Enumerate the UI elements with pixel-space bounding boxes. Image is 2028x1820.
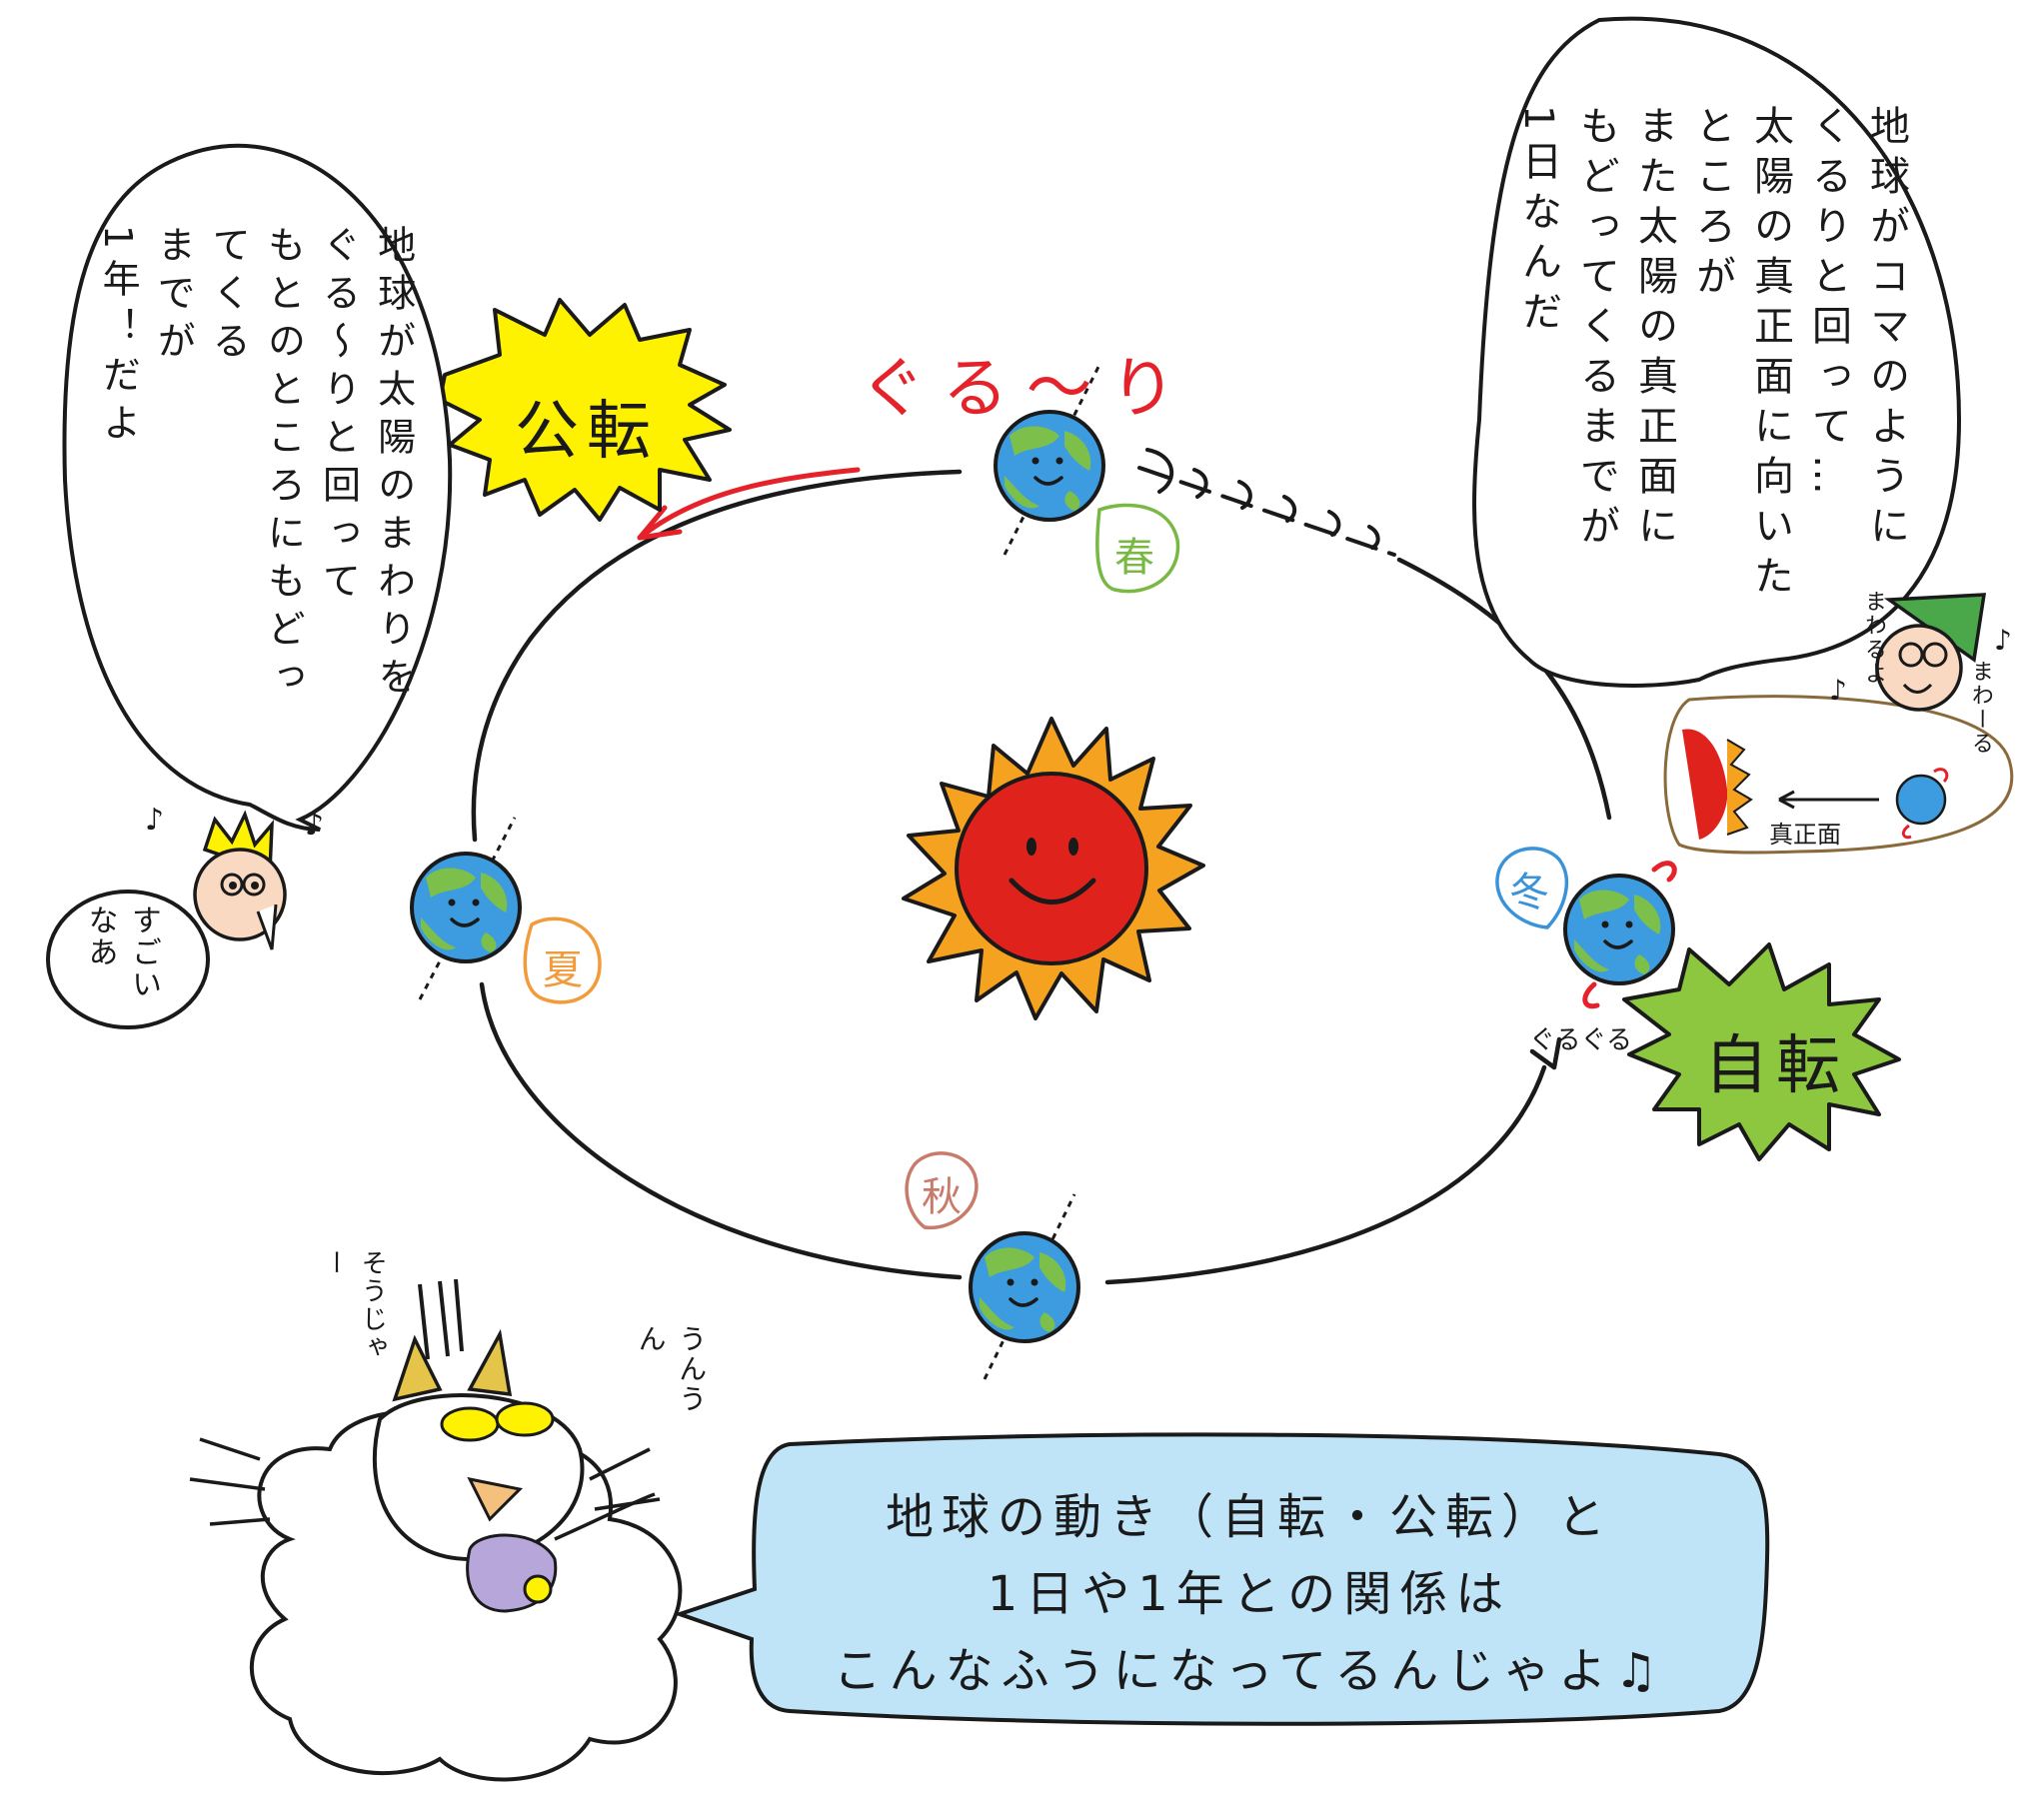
svg-text:♪: ♪ bbox=[145, 803, 164, 838]
bottom-char-remark-1: そうじゃー bbox=[319, 1249, 388, 1361]
revolution-burst bbox=[438, 298, 732, 522]
right-speech-bubble bbox=[1472, 16, 1962, 688]
revolution-arrow bbox=[637, 467, 861, 541]
facing-label: 真正面 bbox=[1769, 821, 1841, 849]
svg-text:♪: ♪ bbox=[305, 808, 324, 843]
bottom-speech-bubble bbox=[673, 1432, 1770, 1726]
rotation-label: 自転 bbox=[1704, 1029, 1848, 1103]
rotation-burst bbox=[1622, 942, 1901, 1161]
earth-summer bbox=[410, 817, 522, 1000]
round-and-round-label: ぐる〜り bbox=[860, 350, 1194, 427]
right-char-remark-2: まわーる bbox=[1967, 660, 1993, 756]
svg-text:♪: ♪ bbox=[1829, 674, 1847, 707]
right-character: ♪ ♪ bbox=[1829, 593, 2012, 712]
svg-text:♪: ♪ bbox=[1994, 624, 2012, 657]
left-character: ♪ ♪ bbox=[145, 803, 324, 950]
inset-diagram bbox=[1663, 695, 2014, 855]
spring-bubble bbox=[1095, 503, 1180, 594]
spring-label: 春 bbox=[1114, 535, 1154, 581]
left-small-bubble bbox=[46, 890, 210, 1029]
right-bubble-text: 地球がコマのように くるりと回って… 太陽の真正面に向いたところが また太陽の真… bbox=[1515, 105, 1909, 605]
orbit bbox=[471, 469, 1612, 1285]
autumn-bubble bbox=[905, 1151, 979, 1230]
summer-label: 夏 bbox=[543, 947, 583, 993]
left-speech-bubble bbox=[62, 143, 453, 832]
spin-sound-label: ぐるぐる bbox=[1529, 1025, 1632, 1055]
autumn-label: 秋 bbox=[922, 1174, 962, 1220]
left-bubble-text: 地球が太陽のまわりを ぐる〜りと回って もとのところにもどってくる までが 1年… bbox=[96, 225, 416, 705]
summer-bubble bbox=[523, 916, 602, 1004]
right-char-remark-1: まわるよ bbox=[1860, 590, 1886, 686]
motion-dashes bbox=[1137, 448, 1396, 557]
bottom-bubble-text: 地球の動き（自転・公転）と 1日や1年との関係は こんなふうになってるんじゃよ♫ bbox=[833, 1489, 1666, 1699]
sun bbox=[902, 717, 1205, 1020]
bottom-character bbox=[189, 1278, 683, 1782]
left-char-remark: すごいなあ bbox=[82, 905, 162, 1000]
earth-winter bbox=[1563, 861, 1677, 1009]
revolution-label: 公転 bbox=[515, 395, 659, 469]
winter-bubble bbox=[1495, 847, 1568, 929]
earth-autumn bbox=[969, 1193, 1080, 1380]
winter-label: 冬 bbox=[1509, 870, 1549, 915]
bottom-char-remark-2: うんうん bbox=[634, 1324, 709, 1414]
